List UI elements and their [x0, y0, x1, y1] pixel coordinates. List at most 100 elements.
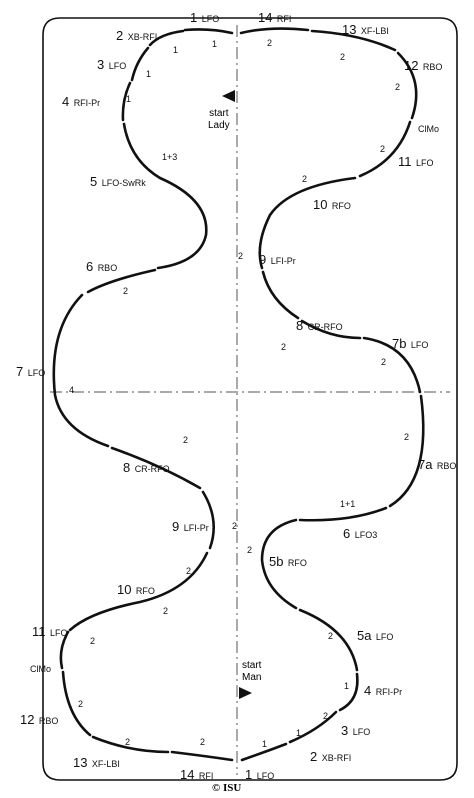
label-9-bot: 9 LFI-Pr	[172, 519, 209, 535]
label-11-top: 11 LFO	[398, 154, 433, 170]
edge-5b	[260, 518, 298, 610]
label-code: XF-LBI	[91, 759, 120, 769]
label-code: LFO	[49, 628, 68, 638]
beat-count: 2	[328, 631, 334, 641]
label-num: 13	[342, 22, 357, 37]
label-8-top: 8 CR-RFO	[296, 318, 343, 334]
edge-3-bot	[288, 710, 338, 744]
label-num: 1	[245, 767, 253, 782]
label-10-top: 10 RFO	[313, 197, 351, 213]
edge-2-top	[148, 29, 185, 47]
label-13-top: 13 XF-LBI	[342, 22, 389, 38]
beat-count: 1	[296, 728, 302, 738]
edge-9-bot	[201, 490, 216, 550]
edge-7a	[388, 394, 425, 508]
lady-start-arrow	[222, 90, 235, 102]
label-code: CR-RFO	[307, 322, 343, 332]
label-num: 6	[343, 526, 351, 541]
edge-14-bot	[170, 750, 234, 762]
edge-6-bot	[298, 506, 388, 522]
label-num: 3	[341, 723, 349, 738]
beat-count: 2	[78, 699, 84, 709]
beat-count: 2	[183, 435, 189, 445]
beat-count: 2	[186, 566, 192, 576]
label-code: RFO	[287, 558, 307, 568]
edge-5-top	[122, 122, 208, 270]
label-7b: 7b LFO	[392, 336, 428, 352]
edge-12-top	[396, 51, 418, 120]
label-code: LFO	[415, 158, 434, 168]
label-12-top: 12 RBO	[404, 58, 442, 74]
label-code: LFO-SwRk	[101, 178, 146, 188]
edge-5a	[298, 608, 359, 672]
label-num: 7	[16, 364, 24, 379]
label-code: LFO	[201, 14, 220, 24]
label-num: 5a	[357, 628, 372, 643]
label-num: 2	[116, 28, 124, 43]
start-lady-label: start Lady	[208, 108, 230, 131]
label-code: LFI-Pr	[270, 256, 296, 266]
beat-count: 2	[90, 636, 96, 646]
start-label-line1: start	[209, 108, 229, 119]
edge-10-bot	[68, 551, 209, 632]
beat-count: 1	[262, 739, 268, 749]
edge-4-top	[121, 81, 132, 122]
beat-count: 2	[163, 606, 169, 616]
beat-count: 4	[69, 385, 75, 395]
beat-count: 2	[200, 737, 206, 747]
label-code: XB-RFI	[321, 753, 352, 763]
label-num: 10	[313, 197, 328, 212]
edge-6-top	[86, 268, 157, 294]
beat-count: 1	[173, 45, 179, 55]
beat-count: 1	[212, 39, 218, 49]
edge-12-bot	[61, 670, 92, 737]
rink-outline	[42, 17, 458, 781]
label-code: RFI-Pr	[375, 687, 403, 697]
label-2-bot: 2 XB-RFI	[310, 749, 351, 765]
beat-count: 2	[123, 286, 129, 296]
label-code: LFO	[410, 340, 429, 350]
beat-count: 2	[232, 521, 238, 531]
beat-count: 1+1	[340, 499, 356, 509]
edge-8-top	[300, 319, 362, 340]
label-7a: 7a RBO	[418, 457, 456, 473]
label-code: RFI	[198, 771, 214, 781]
label-code: RBO	[97, 263, 118, 273]
label-14-bot: 14 RFI	[180, 767, 213, 783]
label-num: 8	[296, 318, 304, 333]
label-14-top: 14 RFI	[258, 10, 291, 26]
edge-1-top	[183, 28, 234, 35]
edge-13-top	[310, 29, 397, 52]
beat-count: 1	[146, 69, 152, 79]
label-num: 11	[32, 624, 46, 639]
beat-count: 2	[395, 82, 401, 92]
man-start-arrow	[239, 687, 252, 699]
label-num: 9	[259, 252, 267, 267]
label-6-top: 6 RBO	[86, 259, 117, 275]
beat-count: 2	[323, 711, 329, 721]
edge-4-bot	[338, 672, 359, 712]
label-code: LFO3	[354, 530, 378, 540]
label-code: RBO	[38, 716, 59, 726]
beat-count: 2	[125, 737, 131, 747]
label-code: LFI-Pr	[183, 523, 209, 533]
label-code: RFI-Pr	[73, 98, 101, 108]
label-code: LFO	[375, 632, 394, 642]
label-num: 1	[190, 10, 198, 25]
label-num: 14	[258, 10, 273, 25]
beat-count: 2	[340, 52, 346, 62]
label-num: 11	[398, 154, 412, 169]
label-num: 13	[73, 755, 88, 770]
label-11-bot: 11 LFO	[32, 624, 67, 640]
label-num: 12	[404, 58, 419, 73]
beat-count: 1+3	[162, 152, 178, 162]
start-man-label: start Man	[242, 660, 261, 683]
label-1-bot: 1 LFO	[245, 767, 274, 783]
label-12-bot: 12 RBO	[20, 712, 58, 728]
label-num: 3	[97, 57, 105, 72]
start-label-line2: Lady	[208, 119, 230, 131]
label-num: 6	[86, 259, 94, 274]
label-7-left: 7 LFO	[16, 364, 45, 380]
label-4-bot: 4 RFI-Pr	[364, 683, 402, 699]
beat-count: 2	[247, 545, 253, 555]
